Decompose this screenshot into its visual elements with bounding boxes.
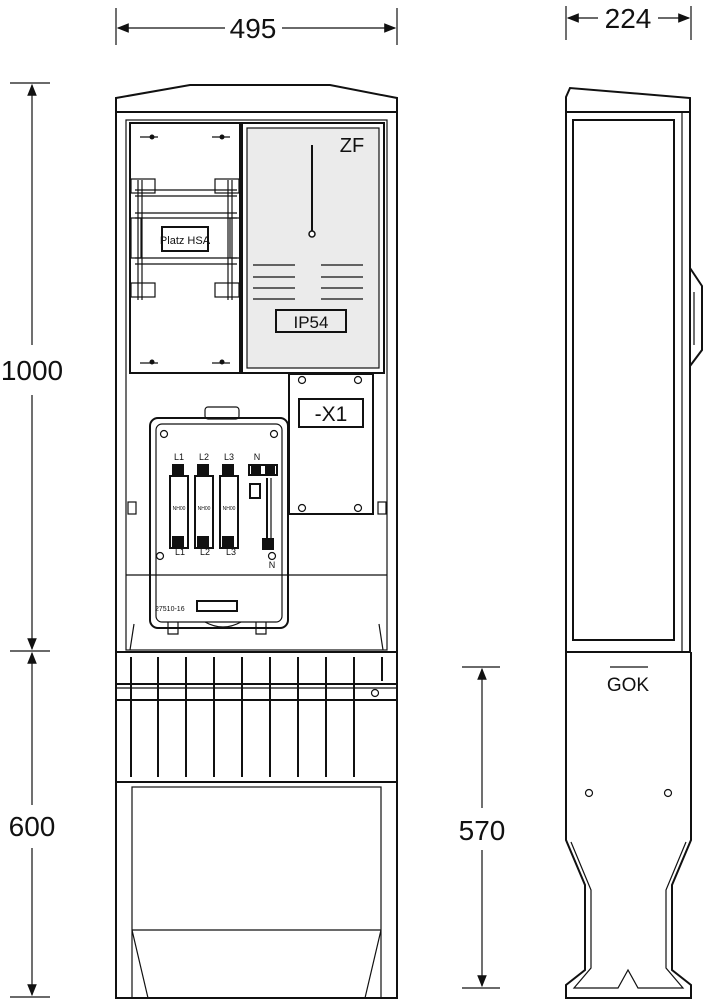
dimension-ground-depth-label: 570 <box>459 815 506 846</box>
dimension-base-height-label: 600 <box>9 811 56 842</box>
hsa-slot-label: Platz HSA <box>160 235 211 247</box>
base-socket <box>115 781 398 999</box>
phase-bottom-l2: L2 <box>200 547 210 557</box>
dimension-side-width-label: 224 <box>605 3 652 34</box>
dimension-base-height: 600 <box>9 651 56 998</box>
neutral-top-label: N <box>254 452 261 462</box>
side-view: GOK <box>565 86 703 999</box>
neutral-bar: N N <box>248 452 278 570</box>
dimension-total-height: 1000 <box>1 82 63 652</box>
phase-bottom-l3: L3 <box>226 547 236 557</box>
fuse-l3: NH00 <box>219 464 239 549</box>
dimension-total-height-label: 1000 <box>1 355 63 386</box>
fuse-l2: NH00 <box>194 464 214 549</box>
ip-rating-label: IP54 <box>294 313 329 332</box>
phase-bottom-l1: L1 <box>175 547 185 557</box>
dimension-front-width-label: 495 <box>230 13 277 44</box>
fuse-l1: NH00 <box>169 464 189 549</box>
hsa-panel: Platz HSA <box>129 122 241 374</box>
terminal-panel: -X1 <box>288 373 374 515</box>
front-view: Platz HSA ZF IP54 -X1 <box>115 84 398 999</box>
ventilation-grille <box>115 651 398 783</box>
fuse-l1-rating: NH00 <box>173 506 186 512</box>
part-number-label: 27510-16 <box>155 606 185 613</box>
phase-top-l3: L3 <box>224 452 234 462</box>
fuse-module: NH00 NH00 NH00 L1 L2 L3 L1 L2 L3 N <box>149 406 289 635</box>
meter-field-label: ZF <box>340 135 364 157</box>
ground-level-label: GOK <box>607 675 650 696</box>
dimension-ground-depth: 570 <box>459 666 506 989</box>
terminal-label: -X1 <box>315 403 348 426</box>
fuse-l3-rating: NH00 <box>223 506 236 512</box>
meter-field: ZF IP54 <box>241 122 385 374</box>
dimension-front-width: 495 <box>115 8 398 45</box>
phase-top-l2: L2 <box>199 452 209 462</box>
fuse-l2-rating: NH00 <box>198 506 211 512</box>
phase-top-l1: L1 <box>174 452 184 462</box>
neutral-bottom-label: N <box>269 560 276 570</box>
dimension-side-width: 224 <box>565 3 692 40</box>
